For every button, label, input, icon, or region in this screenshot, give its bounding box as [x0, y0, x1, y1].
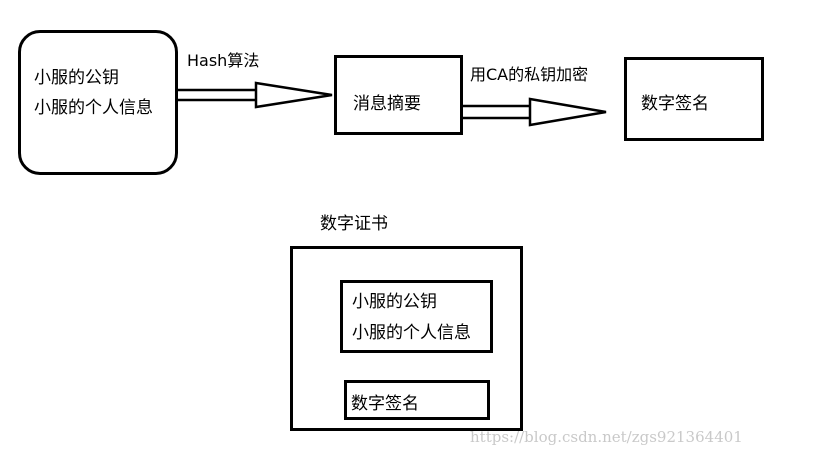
source-public-key-text: 小服的公钥	[34, 68, 119, 88]
encrypt-arrow	[463, 97, 607, 127]
certificate-title: 数字证书	[320, 214, 388, 234]
digital-signature-text: 数字签名	[641, 94, 709, 114]
source-info-box	[18, 30, 178, 175]
certificate-signature-text: 数字签名	[351, 394, 419, 414]
certificate-signature-box	[344, 380, 490, 420]
watermark-text: https://blog.csdn.net/zgs921364401	[470, 428, 743, 446]
certificate-public-key-text: 小服的公钥	[352, 292, 437, 312]
hash-arrow-label: Hash算法	[187, 51, 260, 70]
certificate-box	[290, 246, 523, 431]
certificate-info-box	[340, 280, 493, 353]
digital-signature-box	[624, 57, 764, 141]
message-digest-box	[334, 55, 463, 135]
encrypt-arrow-label: 用CA的私钥加密	[470, 65, 589, 84]
message-digest-text: 消息摘要	[353, 94, 421, 114]
hash-arrow	[178, 81, 333, 109]
source-personal-info-text: 小服的个人信息	[34, 98, 153, 118]
certificate-personal-info-text: 小服的个人信息	[352, 323, 471, 343]
